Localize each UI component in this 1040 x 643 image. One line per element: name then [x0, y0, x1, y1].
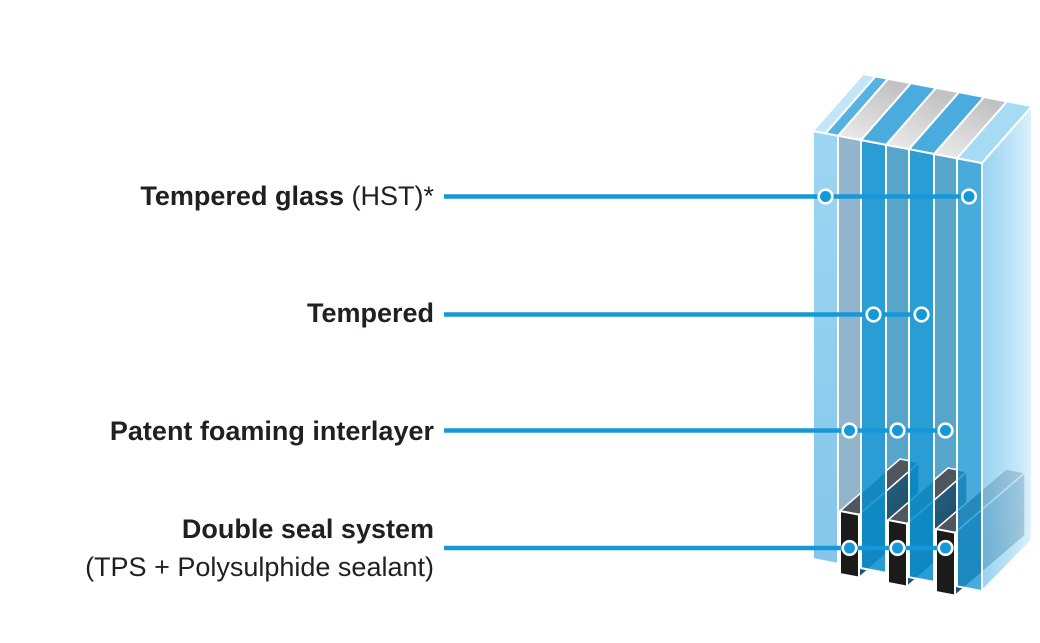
leader-lines — [444, 194, 969, 551]
pane3-front — [908, 148, 935, 583]
marker-tempered-glass-pane4 — [960, 188, 978, 205]
pane4-front — [956, 157, 983, 593]
label-double-seal: Double seal system (TPS + Polysulphide s… — [85, 510, 434, 586]
marker-seal-spacer2 — [889, 539, 906, 557]
marker-interlayer-cavity2 — [889, 422, 906, 439]
label-foaming-interlayer-bold: Patent foaming interlayer — [109, 416, 434, 446]
label-tempered: Tempered — [307, 297, 434, 329]
marker-dots — [817, 188, 978, 557]
marker-tempered-pane2 — [865, 306, 882, 323]
label-tempered-glass-note: (HST)* — [344, 181, 435, 211]
pane2-front — [860, 139, 887, 574]
marker-interlayer-cavity1 — [841, 422, 858, 439]
marker-tempered-pane3 — [913, 306, 930, 323]
spacer3-front-face — [935, 528, 956, 597]
pane1-front — [812, 130, 839, 565]
marker-tempered-glass-pane1 — [817, 188, 834, 205]
marker-interlayer-cavity3 — [937, 422, 954, 439]
marker-seal-spacer3 — [937, 539, 954, 557]
unit-right-side-face — [981, 105, 1033, 593]
label-double-seal-note: (TPS + Polysulphide sealant) — [85, 552, 434, 582]
label-tempered-glass-bold: Tempered glass — [140, 181, 344, 211]
pane-front-strips — [812, 105, 1033, 593]
marker-seal-spacer1 — [841, 539, 858, 557]
label-tempered-bold: Tempered — [306, 298, 434, 328]
label-double-seal-bold: Double seal system — [181, 514, 434, 544]
label-tempered-glass: Tempered glass (HST)* — [140, 180, 434, 212]
label-foaming-interlayer: Patent foaming interlayer — [110, 415, 434, 447]
